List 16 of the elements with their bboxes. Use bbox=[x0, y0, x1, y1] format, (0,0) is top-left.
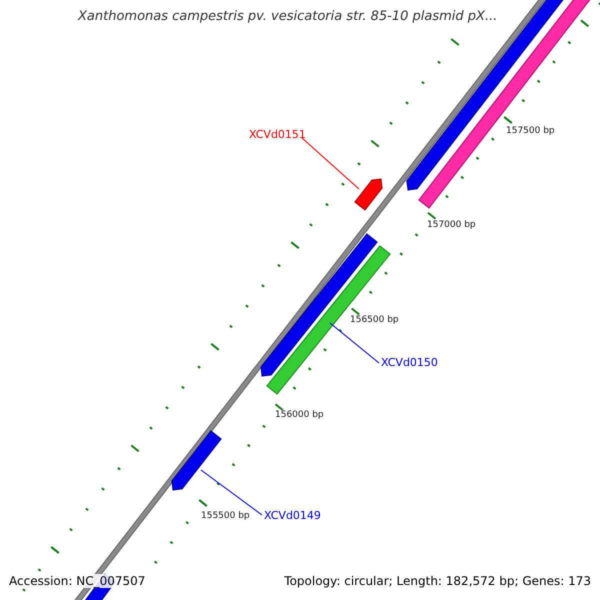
summary-text: Topology: circular; Length: 182,572 bp; Genes: 173 bbox=[284, 574, 591, 588]
leader-line bbox=[330, 322, 380, 364]
scale-label: 156000 bp bbox=[275, 410, 324, 420]
gene-label: XCVd0150 bbox=[381, 356, 438, 369]
gene-feature bbox=[354, 178, 383, 211]
gene-label: XCVd0151 bbox=[249, 128, 306, 141]
gene-label: XCVd0149 bbox=[264, 509, 321, 522]
leader-line bbox=[302, 138, 360, 190]
leader-line bbox=[200, 470, 262, 516]
scale-label: 157000 bp bbox=[427, 220, 476, 230]
scale-label: 157500 bp bbox=[506, 126, 555, 136]
gene-feature bbox=[171, 430, 222, 491]
accession-text: Accession: NC_007507 bbox=[9, 574, 146, 588]
title: Xanthomonas campestris pv. vesicatoria str. 85-10 plasmid pX... bbox=[78, 9, 498, 24]
scale-label: 156500 bp bbox=[350, 315, 399, 325]
scale-label: 155500 bp bbox=[201, 511, 250, 521]
